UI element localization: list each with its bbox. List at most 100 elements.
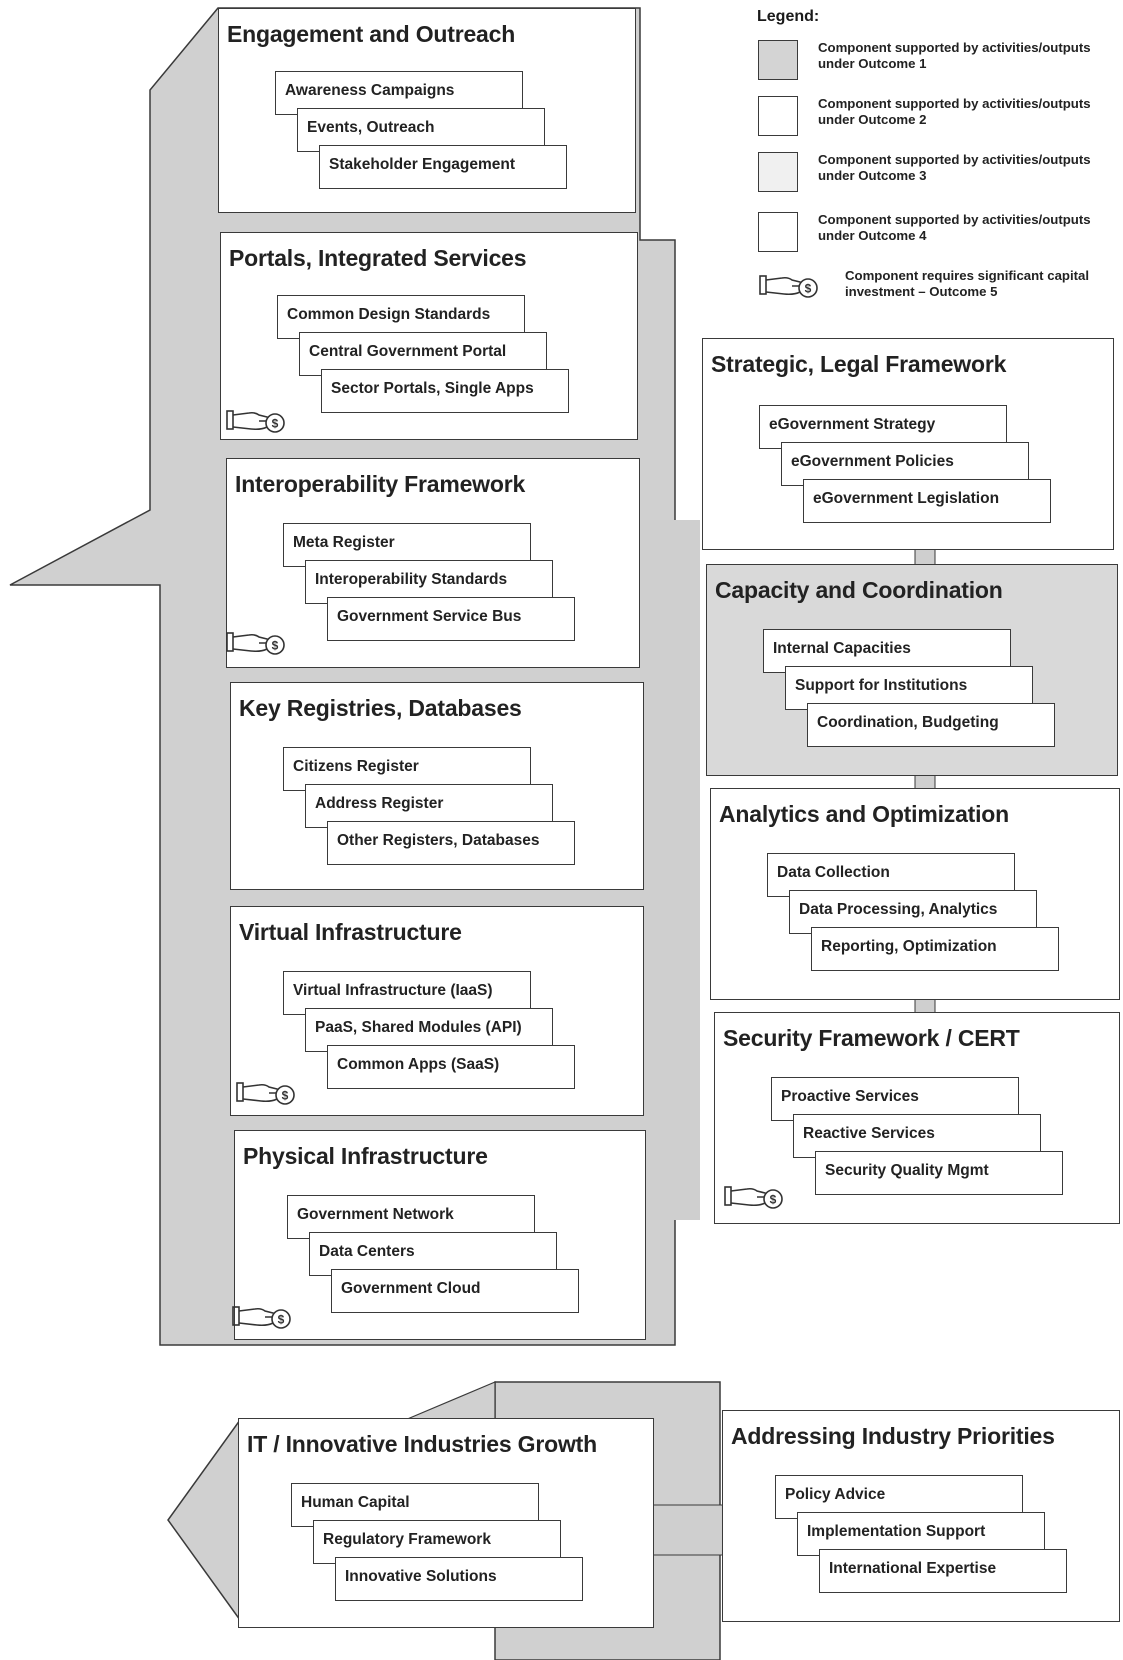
section-physical-infrastructure: Physical Infrastructure Government Netwo… [232, 1130, 646, 1340]
item-stakeholder-engagement: Stakeholder Engagement [319, 145, 567, 189]
item-label: Government Cloud [341, 1280, 481, 1297]
item-egovernment-policies: eGovernment Policies [781, 442, 1029, 486]
section-industry-priorities: Addressing Industry Priorities Policy Ad… [722, 1410, 1120, 1622]
bottom-connector [649, 1504, 731, 1556]
item-label: Government Network [297, 1206, 454, 1223]
item-egovernment-legislation: eGovernment Legislation [803, 479, 1051, 523]
item-human-capital: Human Capital [291, 1483, 539, 1527]
legend-label: Component supported by activities/output… [818, 212, 1091, 243]
svg-text:$: $ [282, 1089, 289, 1103]
item-innovative-solutions: Innovative Solutions [335, 1557, 583, 1601]
item-reporting-optimization: Reporting, Optimization [811, 927, 1059, 971]
section-title: Interoperability Framework [235, 471, 526, 497]
section-engagement: Engagement and Outreach Awareness Campai… [218, 8, 636, 213]
item-international-expertise: International Expertise [819, 1549, 1067, 1593]
item-label: Regulatory Framework [323, 1531, 491, 1548]
item-common-design-standards: Common Design Standards [277, 295, 525, 339]
section-registries: Key Registries, Databases Citizens Regis… [230, 682, 644, 890]
legend-row-outcome-5: $ Component requires significant capital… [758, 268, 1118, 314]
item-interoperability-standards: Interoperability Standards [305, 560, 553, 604]
item-government-service-bus: Government Service Bus [327, 597, 575, 641]
hand-money-icon: $ [226, 410, 285, 433]
section-title: Security Framework / CERT [723, 1025, 1020, 1051]
item-security-quality-mgmt: Security Quality Mgmt [815, 1151, 1063, 1195]
item-iaas: Virtual Infrastructure (IaaS) [283, 971, 531, 1015]
item-label: Internal Capacities [773, 640, 911, 657]
section-title: Portals, Integrated Services [229, 245, 527, 271]
item-label: eGovernment Strategy [769, 416, 936, 433]
hand-money-icon: $ [724, 1186, 783, 1209]
section-capacity-coordination: Capacity and Coordination Internal Capac… [706, 564, 1118, 776]
section-title: Key Registries, Databases [239, 695, 522, 721]
section-it-innovative-growth: IT / Innovative Industries Growth Human … [238, 1418, 654, 1628]
section-title: Virtual Infrastructure [239, 919, 462, 945]
item-implementation-support: Implementation Support [797, 1512, 1045, 1556]
item-government-cloud: Government Cloud [331, 1269, 579, 1313]
item-saas: Common Apps (SaaS) [327, 1045, 575, 1089]
section-title: Physical Infrastructure [243, 1143, 488, 1169]
item-data-processing: Data Processing, Analytics [789, 890, 1037, 934]
item-label: Innovative Solutions [345, 1568, 497, 1585]
item-label: Reactive Services [803, 1125, 935, 1142]
hand-money-icon: $ [226, 632, 285, 655]
item-label: Awareness Campaigns [285, 82, 455, 99]
item-label: Data Centers [319, 1243, 415, 1260]
item-label: Data Collection [777, 864, 890, 881]
item-other-registers: Other Registers, Databases [327, 821, 575, 865]
item-policy-advice: Policy Advice [775, 1475, 1023, 1519]
legend-swatch-outcome-1 [758, 40, 798, 80]
section-title: Analytics and Optimization [719, 801, 1010, 827]
item-label: Security Quality Mgmt [825, 1162, 989, 1179]
item-label: Sector Portals, Single Apps [331, 380, 534, 397]
item-central-government-portal: Central Government Portal [299, 332, 547, 376]
item-label: Citizens Register [293, 758, 419, 775]
item-internal-capacities: Internal Capacities [763, 629, 1011, 673]
section-title: Capacity and Coordination [715, 577, 1003, 603]
item-label: Address Register [315, 795, 444, 812]
item-label: eGovernment Policies [791, 453, 954, 470]
svg-text:$: $ [272, 417, 279, 431]
item-support-institutions: Support for Institutions [785, 666, 1033, 710]
item-label: Virtual Infrastructure (IaaS) [293, 982, 493, 999]
legend-label: Component supported by activities/output… [818, 152, 1091, 183]
legend-row-outcome-3: Component supported by activities/output… [758, 152, 1118, 198]
item-government-network: Government Network [287, 1195, 535, 1239]
legend-swatch-outcome-2 [758, 96, 798, 136]
item-meta-register: Meta Register [283, 523, 531, 567]
item-label: Government Service Bus [337, 608, 522, 625]
item-label: Interoperability Standards [315, 571, 508, 588]
item-label: Common Apps (SaaS) [337, 1056, 500, 1073]
section-title: Addressing Industry Priorities [731, 1423, 1055, 1449]
item-label: Data Processing, Analytics [799, 901, 998, 918]
item-data-centers: Data Centers [309, 1232, 557, 1276]
item-coordination-budgeting: Coordination, Budgeting [807, 703, 1055, 747]
section-virtual-infrastructure: Virtual Infrastructure Virtual Infrastru… [230, 906, 644, 1116]
item-label: eGovernment Legislation [813, 490, 1000, 507]
section-analytics-optimization: Analytics and Optimization Data Collecti… [710, 788, 1120, 1000]
section-interoperability: Interoperability Framework Meta Register… [226, 458, 640, 668]
item-citizens-register: Citizens Register [283, 747, 531, 791]
section-portals: Portals, Integrated Services Common Desi… [220, 232, 638, 440]
legend-row-outcome-2: Component supported by activities/output… [758, 96, 1118, 142]
section-security-cert: Security Framework / CERT Proactive Serv… [714, 1012, 1120, 1224]
legend-row-outcome-4: Component supported by activities/output… [758, 212, 1118, 258]
item-label: PaaS, Shared Modules (API) [315, 1019, 522, 1036]
hand-money-icon: $ [232, 1306, 291, 1329]
section-strategic-legal: Strategic, Legal Framework eGovernment S… [702, 338, 1114, 550]
section-title: Engagement and Outreach [227, 21, 516, 47]
legend-label: Component supported by activities/output… [818, 96, 1091, 127]
svg-text:$: $ [272, 639, 279, 653]
legend-label: Component requires significant capital i… [845, 268, 1090, 299]
legend-label: Component supported by activities/output… [818, 40, 1091, 71]
item-sector-portals: Sector Portals, Single Apps [321, 369, 569, 413]
item-label: Common Design Standards [287, 306, 491, 323]
item-label: Implementation Support [807, 1523, 986, 1540]
hand-money-icon: $ [759, 275, 818, 298]
right-connector [640, 520, 700, 1220]
item-egovernment-strategy: eGovernment Strategy [759, 405, 1007, 449]
item-label: Other Registers, Databases [337, 832, 540, 849]
item-label: Support for Institutions [795, 677, 968, 694]
item-label: Coordination, Budgeting [817, 714, 999, 731]
item-label: Reporting, Optimization [821, 938, 997, 955]
item-label: Events, Outreach [307, 119, 435, 136]
